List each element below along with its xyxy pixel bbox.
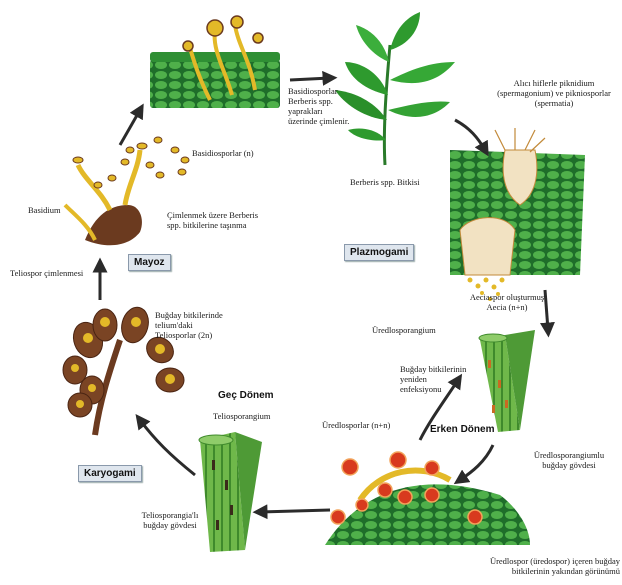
urediosporangium-stem-label: Üredlosporangiumlu buğday gövdesi bbox=[520, 450, 618, 470]
label-line: yeniden bbox=[400, 374, 490, 384]
aeciospore-label: Aeciaspor oluşturmuş Aecia (n+n) bbox=[452, 292, 562, 312]
label-line: Buğday bitkilerinde bbox=[155, 310, 275, 320]
basidiospores-n-label: Basidiosporlar (n) bbox=[192, 148, 282, 158]
urediosporangium-label: Üredlosporangium bbox=[372, 325, 462, 335]
teliosporangium-stem-label: Teliosporangia'lı buğday gövdesi bbox=[130, 510, 210, 530]
closeup-label: Üredlospor (üredospor) içeren buğday bit… bbox=[440, 556, 620, 576]
stage-karyogami: Karyogami bbox=[78, 465, 142, 482]
phase-early: Erken Dönem bbox=[430, 424, 494, 435]
pycnidium-label: Alıcı hiflerle piknidium (spermagonium) … bbox=[490, 78, 618, 108]
label-line: spp. bitkilerine taşınma bbox=[167, 220, 297, 230]
label-line: bitkilerinin yakından görünümü bbox=[440, 566, 620, 576]
urediospores-closeup-illustration bbox=[325, 452, 530, 545]
label-line: buğday gövdesi bbox=[520, 460, 618, 470]
label-line: Üredlospor (üredospor) içeren buğday bbox=[440, 556, 620, 566]
label-line: Çimlenmek üzere Berberis bbox=[167, 210, 297, 220]
label-line: buğday gövdesi bbox=[130, 520, 210, 530]
carried-to-berberis-label: Çimlenmek üzere Berberis spp. bitkilerin… bbox=[167, 210, 297, 230]
aecia-section-illustration bbox=[450, 128, 585, 301]
stage-mayoz: Mayoz bbox=[128, 254, 171, 271]
reinfection-label: Buğday bitkilerinin yeniden enfeksiyonu bbox=[400, 364, 490, 394]
label-line: Aeciaspor oluşturmuş bbox=[452, 292, 562, 302]
label-line: (spermatia) bbox=[490, 98, 618, 108]
teliosporangium-label: Teliosporangium bbox=[213, 411, 293, 421]
label-line: enfeksiyonu bbox=[400, 384, 490, 394]
label-line: telium'daki bbox=[155, 320, 275, 330]
stage-plazmogami: Plazmogami bbox=[344, 244, 414, 261]
phase-late: Geç Dönem bbox=[218, 390, 274, 401]
label-line: yaprakları bbox=[288, 106, 383, 116]
label-line: Üredlosporangiumlu bbox=[520, 450, 618, 460]
basidiospores-germinate-label: Basidiosporlar Berberis spp. yaprakları … bbox=[288, 86, 383, 126]
label-line: Teliosporangia'lı bbox=[130, 510, 210, 520]
label-line: üzerinde çimlenir. bbox=[288, 116, 383, 126]
urediospores-nn-label: Üredlosporlar (n+n) bbox=[322, 420, 422, 430]
teliosporangium-stem-illustration bbox=[199, 432, 262, 552]
berberis-plant-label: Berberis spp. Bitkisi bbox=[350, 177, 460, 187]
label-line: (spermagonium) ve pikniosporlar bbox=[490, 88, 618, 98]
label-line: Berberis spp. bbox=[288, 96, 383, 106]
label-line: Buğday bitkilerinin bbox=[400, 364, 490, 374]
teliospore-germination-label: Teliospor çimlenmesi bbox=[10, 268, 110, 278]
label-line: Alıcı hiflerle piknidium bbox=[490, 78, 618, 88]
label-line: Teliosporlar (2n) bbox=[155, 330, 275, 340]
label-line: Basidiosporlar bbox=[288, 86, 383, 96]
label-line: Aecia (n+n) bbox=[452, 302, 562, 312]
basidium-label: Basidium bbox=[28, 205, 78, 215]
teliospores-2n-label: Buğday bitkilerinde telium'daki Teliospo… bbox=[155, 310, 275, 340]
leaf-section-basidiospores bbox=[150, 16, 280, 108]
